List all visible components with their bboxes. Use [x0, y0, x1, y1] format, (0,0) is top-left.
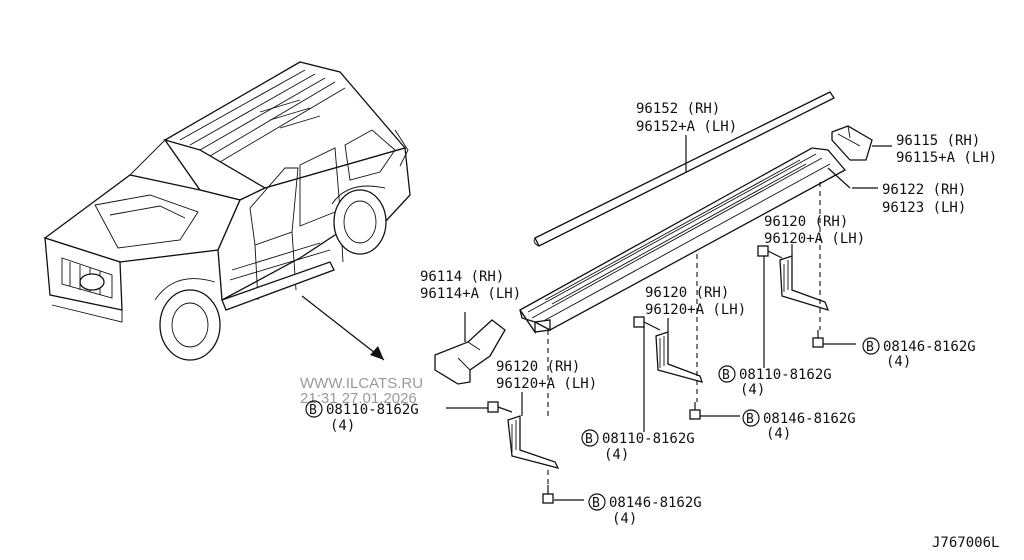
front-cover-lh-label: 96115+A (LH)	[896, 150, 997, 166]
bolt-mid-part	[633, 316, 661, 331]
bracket-rear-part	[507, 415, 560, 469]
b-symbol-icon	[742, 409, 760, 427]
watermark-site: WWW.ILCATS.RU	[300, 375, 423, 392]
screw-mid-part	[689, 402, 701, 420]
direction-arrow	[301, 295, 385, 361]
b-symbol-icon	[718, 365, 736, 383]
b-symbol-icon	[862, 337, 880, 355]
bolt-front-part	[757, 245, 783, 259]
bolt-mid-part-number: 08110-8162G	[602, 431, 695, 447]
screw-mid-part-number: 08146-8162G	[763, 411, 856, 427]
end-cap-part	[434, 319, 506, 385]
bolt-front-qty: (4)	[740, 382, 765, 398]
bracket-mid-lh-label: 96120+A (LH)	[645, 302, 746, 318]
callout-bracket-rear: 96120 (RH) 96120+A (LH)	[496, 359, 597, 392]
fastener-bolt-front: B 08110-8162G (4)	[718, 365, 832, 398]
screw-front-part-number: 08146-8162G	[883, 339, 976, 355]
bolt-rear-part-number: 08110-8162G	[326, 402, 419, 418]
vehicle-illustration	[43, 61, 411, 361]
callout-front-cover: 96115 (RH) 96115+A (LH)	[896, 133, 997, 166]
bracket-mid-part	[655, 331, 704, 383]
watermark-stamp: 21:31 27.01.2026	[300, 390, 417, 407]
trim-molding-lh-label: 96152+A (LH)	[636, 119, 737, 135]
step-rail-rh-label: 96122 (RH)	[882, 182, 966, 198]
callout-bracket-mid: 96120 (RH) 96120+A (LH)	[645, 285, 746, 318]
front-cover-part	[831, 125, 873, 161]
b-symbol-icon	[588, 493, 606, 511]
leader-lines	[446, 135, 892, 501]
watermark: WWW.ILCATS.RU 21:31 27.01.2026	[300, 375, 423, 407]
fastener-symbol: B	[585, 432, 593, 447]
trim-molding-part	[533, 91, 835, 247]
screw-front-part	[812, 330, 824, 348]
fastener-bolt-mid: B 08110-8162G (4)	[581, 429, 695, 463]
b-symbol-icon	[581, 429, 599, 447]
callout-trim-molding: 96152 (RH) 96152+A (LH)	[636, 101, 737, 135]
bracket-rear-rh-label: 96120 (RH)	[496, 359, 580, 375]
bracket-mid-rh-label: 96120 (RH)	[645, 285, 729, 301]
bolt-rear-qty: (4)	[330, 418, 355, 434]
callout-step-rail: 96122 (RH) 96123 (LH)	[882, 182, 966, 216]
front-cover-rh-label: 96115 (RH)	[896, 133, 980, 149]
step-rail-lh-label: 96123 (LH)	[882, 200, 966, 216]
bracket-front-lh-label: 96120+A (LH)	[764, 231, 865, 247]
step-rail-part	[519, 147, 847, 335]
screw-mid-qty: (4)	[766, 426, 791, 442]
callout-bracket-front: 96120 (RH) 96120+A (LH)	[764, 214, 865, 247]
callout-end-cap: 96114 (RH) 96114+A (LH)	[420, 269, 521, 302]
fastener-symbol: B	[592, 496, 600, 511]
bolt-rear-part	[487, 401, 513, 413]
b-symbol-icon	[305, 400, 323, 418]
screw-front-qty: (4)	[886, 354, 911, 370]
fastener-symbol: B	[746, 412, 754, 427]
trim-molding-rh-label: 96152 (RH)	[636, 101, 720, 117]
fastener-bolt-rear: B 08110-8162G (4)	[305, 400, 419, 434]
bolt-front-part-number: 08110-8162G	[739, 367, 832, 383]
fastener-symbol: B	[309, 403, 317, 418]
screw-rear-qty: (4)	[612, 511, 637, 527]
screw-rear-part-number: 08146-8162G	[609, 495, 702, 511]
end-cap-rh-label: 96114 (RH)	[420, 269, 504, 285]
end-cap-lh-label: 96114+A (LH)	[420, 286, 521, 302]
fastener-symbol: B	[722, 368, 730, 383]
screw-rear-part	[542, 485, 554, 504]
diagram-code: J767006L	[932, 535, 999, 551]
bracket-front-part	[779, 255, 830, 312]
fastener-screw-rear: B 08146-8162G (4)	[588, 493, 702, 527]
bracket-front-rh-label: 96120 (RH)	[764, 214, 848, 230]
fastener-screw-front: B 08146-8162G (4)	[862, 337, 976, 370]
bracket-rear-lh-label: 96120+A (LH)	[496, 376, 597, 392]
bolt-mid-qty: (4)	[604, 447, 629, 463]
fastener-symbol: B	[866, 340, 874, 355]
fastener-screw-mid: B 08146-8162G (4)	[742, 409, 856, 442]
